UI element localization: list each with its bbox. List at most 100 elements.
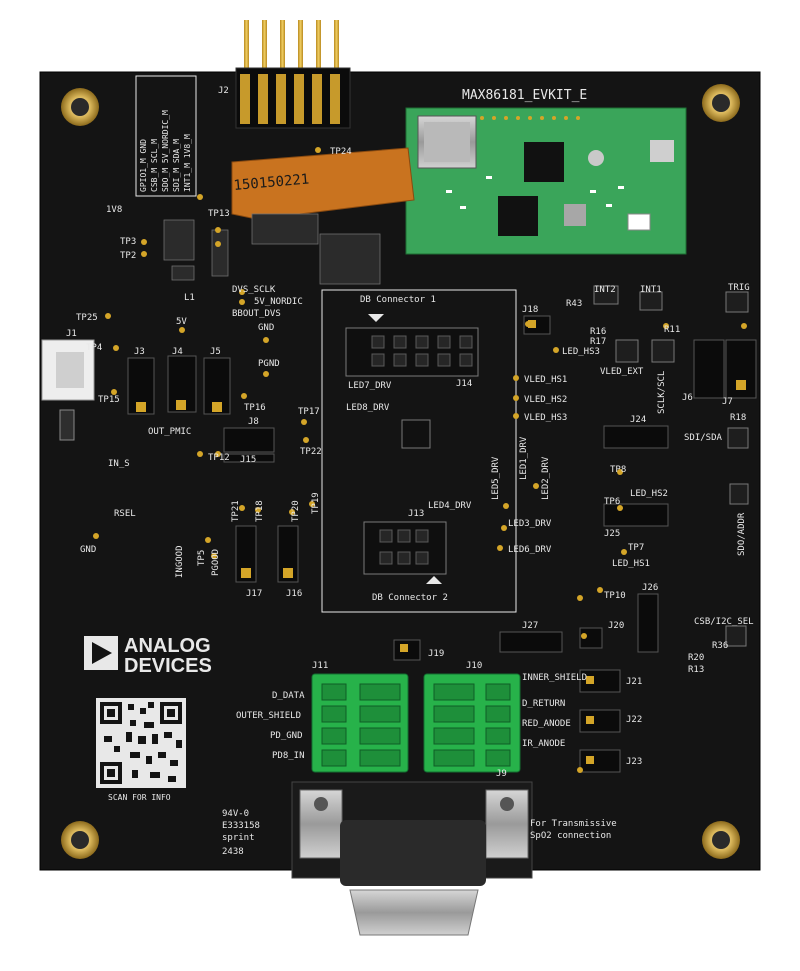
svg-text:PD_GND: PD_GND <box>270 731 303 741</box>
svg-text:BBOUT_DVS: BBOUT_DVS <box>232 309 281 319</box>
svg-text:VLED_EXT: VLED_EXT <box>600 367 644 377</box>
svg-text:2438: 2438 <box>222 847 244 857</box>
svg-text:TP6: TP6 <box>604 497 620 507</box>
svg-text:TP7: TP7 <box>628 543 644 553</box>
svg-text:VLED_HS2: VLED_HS2 <box>524 395 567 405</box>
svg-text:TP2: TP2 <box>120 251 136 261</box>
transmissive-note-line1: For Transmissive <box>530 819 617 829</box>
svg-text:SCLK/SCL: SCLK/SCL <box>657 371 667 414</box>
svg-text:LED8_DRV: LED8_DRV <box>346 403 390 413</box>
svg-text:5V: 5V <box>176 317 187 327</box>
svg-text:TP12: TP12 <box>208 453 230 463</box>
svg-text:LED6_DRV: LED6_DRV <box>508 545 552 555</box>
scan-for-info-label: SCAN FOR INFO <box>108 793 171 802</box>
svg-text:L1: L1 <box>184 293 195 303</box>
svg-text:LED_HS1: LED_HS1 <box>612 559 650 569</box>
j9-label: J9 <box>496 769 507 779</box>
svg-text:LED_HS2: LED_HS2 <box>630 489 668 499</box>
j11-label: J11 <box>312 661 328 671</box>
svg-text:LED1_DRV: LED1_DRV <box>519 436 529 480</box>
j19-label: J19 <box>428 649 444 659</box>
svg-text:TP13: TP13 <box>208 209 230 219</box>
j22-label: J22 <box>626 715 642 725</box>
svg-text:TP17: TP17 <box>298 407 320 417</box>
transmissive-note-line2: SpO2 connection <box>530 831 611 841</box>
svg-text:TP21: TP21 <box>231 500 241 522</box>
db-connector-1-label: DB Connector 1 <box>360 295 436 305</box>
svg-text:LED7_DRV: LED7_DRV <box>348 381 392 391</box>
svg-text:TP19: TP19 <box>311 492 321 514</box>
svg-text:94V-0: 94V-0 <box>222 809 249 819</box>
svg-text:SDO_M 5V_NORDIC_M: SDO_M 5V_NORDIC_M <box>161 110 170 192</box>
analog-devices-logo: ANALOG DEVICES <box>84 635 212 677</box>
board-title: MAX86181_EVKIT_E <box>462 88 587 103</box>
j14-label: J14 <box>456 379 472 389</box>
svg-text:RSEL: RSEL <box>114 509 136 519</box>
svg-text:CSB/I2C_SEL: CSB/I2C_SEL <box>694 617 754 627</box>
svg-text:PGOOD: PGOOD <box>211 549 221 576</box>
svg-text:PD8_IN: PD8_IN <box>272 751 305 761</box>
svg-text:E333158: E333158 <box>222 821 260 831</box>
j24-label: J24 <box>630 415 646 425</box>
svg-text:R11: R11 <box>664 325 680 335</box>
svg-text:INT2: INT2 <box>594 285 616 295</box>
svg-text:INGOOD: INGOOD <box>175 545 185 578</box>
svg-text:INNER_SHIELD: INNER_SHIELD <box>522 673 587 683</box>
svg-text:SDI/SDA: SDI/SDA <box>684 433 723 443</box>
j4-label: J4 <box>172 347 183 357</box>
svg-text:R17: R17 <box>590 337 606 347</box>
logo-line2: DEVICES <box>124 655 212 677</box>
svg-text:GND: GND <box>258 323 274 333</box>
svg-text:INT1_M 1V8_M: INT1_M 1V8_M <box>183 134 192 192</box>
mounting-holes <box>61 84 740 859</box>
svg-text:TP25: TP25 <box>76 313 98 323</box>
terminal-block-j10 <box>423 673 521 773</box>
svg-text:OUTER_SHIELD: OUTER_SHIELD <box>236 711 301 721</box>
j13-connector <box>363 521 447 584</box>
svg-text:TP5: TP5 <box>197 550 207 566</box>
svg-text:LED5_DRV: LED5_DRV <box>491 456 501 500</box>
j20-label: J20 <box>608 621 624 631</box>
svg-text:SDO/ADDR: SDO/ADDR <box>737 512 747 556</box>
silkscreen-labels: 1V8 TP3 TP2 TP25 TP4 TP15 5V L1 DVS_SCLK… <box>76 147 754 761</box>
nordic-module <box>405 107 687 255</box>
svg-text:PGND: PGND <box>258 359 280 369</box>
svg-text:R18: R18 <box>730 413 746 423</box>
qr-code <box>96 698 186 788</box>
svg-text:D_RETURN: D_RETURN <box>522 699 565 709</box>
j10-label: J10 <box>466 661 482 671</box>
svg-text:GPIO1_M GND: GPIO1_M GND <box>139 139 148 192</box>
logo-line1: ANALOG <box>124 635 211 657</box>
ul-cert: 94V-0 E333158 sprint 2438 <box>222 809 260 857</box>
svg-text:D_DATA: D_DATA <box>272 691 305 701</box>
svg-text:R36: R36 <box>712 641 728 651</box>
svg-text:IN_S: IN_S <box>108 459 130 469</box>
flex-cable-text: 150150221 <box>233 171 310 194</box>
svg-text:TP10: TP10 <box>604 591 626 601</box>
svg-text:TP20: TP20 <box>291 500 301 522</box>
svg-text:TP4: TP4 <box>86 343 102 353</box>
svg-text:VLED_HS3: VLED_HS3 <box>524 413 567 423</box>
terminal-block-j11 <box>311 673 409 773</box>
svg-text:R20: R20 <box>688 653 704 663</box>
j25-label: J25 <box>604 529 620 539</box>
j2-label: J2 <box>218 86 229 96</box>
svg-text:VLED_HS1: VLED_HS1 <box>524 375 567 385</box>
j6-label: J6 <box>682 393 693 403</box>
svg-text:TRIG: TRIG <box>728 283 750 293</box>
test-points <box>93 147 747 773</box>
svg-text:R16: R16 <box>590 327 606 337</box>
svg-text:TP24: TP24 <box>330 147 352 157</box>
j17-label: J17 <box>246 589 262 599</box>
j15-label: J15 <box>240 455 256 465</box>
svg-text:TP22: TP22 <box>300 447 322 457</box>
svg-text:R13: R13 <box>688 665 704 675</box>
svg-text:GND: GND <box>80 545 96 555</box>
svg-text:TP18: TP18 <box>255 500 265 522</box>
svg-text:1V8: 1V8 <box>106 205 122 215</box>
svg-text:LED_HS3: LED_HS3 <box>562 347 600 357</box>
j3-label: J3 <box>134 347 145 357</box>
svg-text:IR_ANODE: IR_ANODE <box>522 739 565 749</box>
db-connector-frame <box>321 289 517 613</box>
